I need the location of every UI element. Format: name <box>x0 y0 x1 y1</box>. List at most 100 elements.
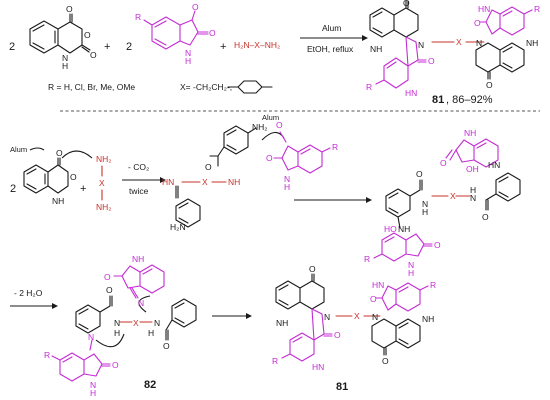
atom-label: H <box>284 182 290 192</box>
atom-label: H₂N <box>170 222 186 232</box>
atom-label: N <box>422 199 428 209</box>
atom-label: HN <box>405 88 417 98</box>
bis-aminobenzamide-structure <box>175 125 257 228</box>
atom-label: N <box>470 193 476 203</box>
atom-label: H <box>185 56 191 66</box>
plus-sign: + <box>220 41 226 53</box>
atom-label: N <box>88 332 94 342</box>
atom-label: O <box>416 169 423 179</box>
bis-hydroxy-adduct-structure <box>373 138 521 262</box>
atom-label: N <box>138 298 144 308</box>
atom-label: N <box>284 174 290 184</box>
atom-label: NH <box>398 224 410 234</box>
atom-label: HN <box>478 4 490 14</box>
curved-arrow <box>61 150 93 159</box>
r-substituent: R <box>430 280 436 290</box>
coeff-anhydride: 2 <box>9 41 15 53</box>
r-definition: R = H, Cl, Br, Me, OMe <box>48 82 135 92</box>
atom-label: NH₂ <box>96 154 112 164</box>
r-substituent: R <box>272 356 278 366</box>
atom-label: N <box>90 380 96 390</box>
atom-label: H <box>62 61 68 71</box>
plus-sign: + <box>104 41 110 53</box>
isatoic-anhydride-mech <box>23 157 69 194</box>
r-substituent: R <box>44 350 50 360</box>
coeff-anhydride-mech: 2 <box>10 183 16 195</box>
alum-label-2: Alum <box>262 113 279 122</box>
atom-label: NH <box>276 318 288 328</box>
product-yield: , 86–92% <box>446 94 493 106</box>
atom-label: O <box>486 80 493 90</box>
atom-label: X <box>450 191 456 201</box>
bis-spiro-product-top <box>369 0 533 89</box>
atom-label: NH <box>132 254 144 264</box>
atom-label: O <box>192 2 199 12</box>
atom-label: O <box>403 0 410 8</box>
r-substituent: R <box>135 12 141 22</box>
diamine-reagent: H₂N–X–NH₂ <box>234 40 280 50</box>
atom-label: HN <box>372 280 384 290</box>
bis-imine-intermediate-structure <box>51 264 197 382</box>
catalyst-label: Alum <box>322 23 341 33</box>
atom-label: OH <box>466 164 479 174</box>
atom-label: X <box>202 177 208 187</box>
atom-label: O <box>112 360 119 370</box>
atom-label: H <box>408 268 414 278</box>
curved-arrow <box>138 295 151 313</box>
r-substituent: R <box>332 142 338 152</box>
atom-label: N <box>114 318 120 328</box>
curved-arrow <box>29 147 45 151</box>
atom-label: N <box>62 53 68 63</box>
atom-label: HO <box>384 224 397 234</box>
atom-label: O <box>163 341 170 351</box>
atom-label: N <box>418 40 424 50</box>
coeff-isatin: 2 <box>126 41 132 53</box>
twice-label: twice <box>129 186 149 196</box>
curved-arrow <box>95 333 125 348</box>
atom-label: NH₂ <box>96 202 112 212</box>
atom-label: N <box>324 312 330 322</box>
atom-label: O <box>370 294 377 304</box>
atom-label: N <box>372 312 378 322</box>
atom-label: NH <box>526 38 538 48</box>
atom-label: O <box>266 153 273 163</box>
atom-label: NH <box>370 44 382 54</box>
atom-label: X <box>133 318 139 328</box>
atom-label: O <box>482 212 489 222</box>
atom-label: H <box>470 185 476 195</box>
atom-label: H <box>114 328 120 338</box>
r-substituent: R <box>534 4 540 14</box>
product-number: 81 <box>432 94 444 106</box>
atom-label: N <box>185 48 191 58</box>
atom-label: O <box>382 356 389 366</box>
r-substituent: R <box>366 82 372 92</box>
activated-isatin-structure <box>273 131 331 174</box>
phenylene-icon <box>227 80 273 94</box>
atom-label: O <box>66 4 73 14</box>
water-loss-label: - 2 H₂O <box>14 288 43 298</box>
atom-label: NH₂ <box>252 122 268 132</box>
atom-label: X <box>354 311 360 321</box>
r-substituent: R <box>364 254 370 264</box>
atom-label: O <box>276 120 283 130</box>
atom-label: NH <box>228 177 240 187</box>
x-definition: X= -CH₂CH₂-, <box>180 82 232 92</box>
atom-label: O <box>56 148 63 158</box>
intermediate-number: 82 <box>144 379 156 391</box>
atom-label: O <box>70 172 77 182</box>
atom-label: HN <box>162 177 174 187</box>
atom-label: O <box>106 285 113 295</box>
atom-label: N <box>408 260 414 270</box>
atom-label: X <box>99 178 105 188</box>
conditions-label: EtOH, reflux <box>307 44 354 54</box>
plus-sign: + <box>80 183 86 195</box>
atom-label: O <box>334 330 341 340</box>
atom-label: O <box>205 162 212 172</box>
atom-label: HN <box>312 362 324 372</box>
atom-label: O <box>104 272 111 282</box>
atom-label: O <box>434 240 441 250</box>
atom-label: NH <box>422 314 434 324</box>
atom-label: H <box>90 388 96 398</box>
final-product-number: 81 <box>336 381 348 393</box>
atom-label: X <box>456 37 462 47</box>
